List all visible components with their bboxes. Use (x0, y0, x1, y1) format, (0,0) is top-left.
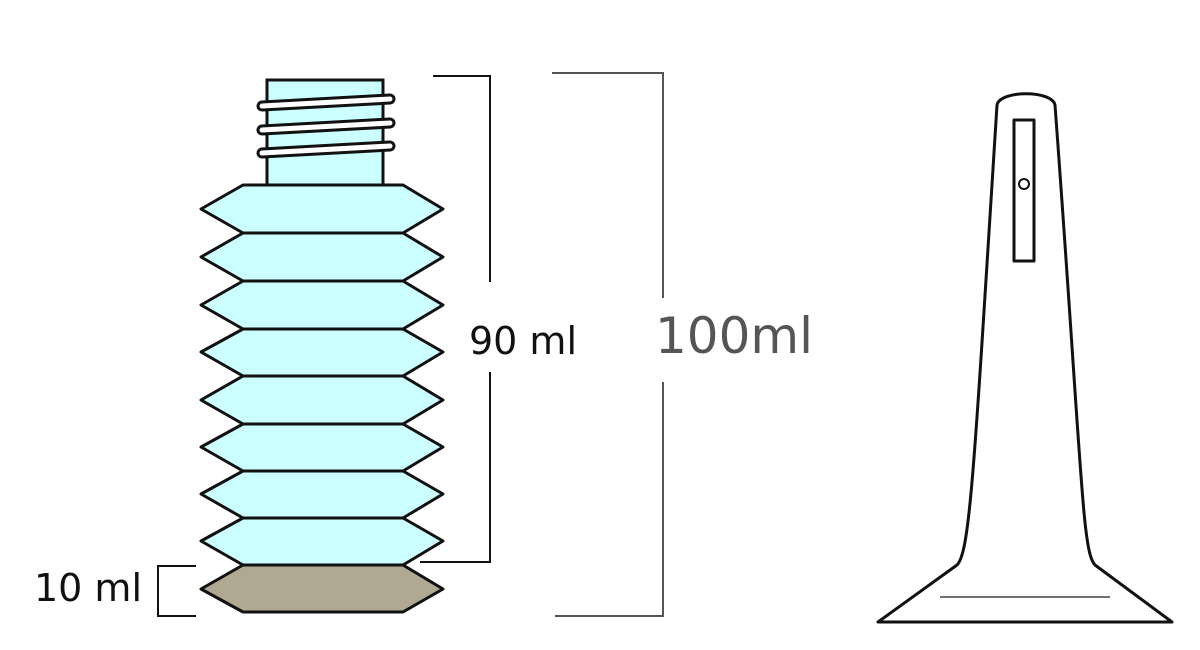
nozzle-slot (1012, 118, 1036, 263)
bellows-segment (199, 231, 445, 283)
upper-volume-bracket (420, 75, 491, 563)
upper-volume-label: 90 ml (469, 319, 577, 363)
bellows-segment (199, 279, 445, 331)
lower-volume-bracket (157, 565, 196, 617)
total-volume-bracket (552, 72, 664, 617)
bellows-segment (199, 516, 445, 567)
bottle-bellows (199, 183, 445, 614)
nozzle-cap-icon (876, 92, 1174, 624)
lower-volume-label: 10 ml (34, 566, 142, 610)
bellows-segment (199, 374, 445, 426)
bellows-segment (199, 183, 445, 235)
bellows-segment (199, 422, 445, 473)
neck-threads (256, 93, 396, 159)
total-volume-label: 100ml (655, 307, 813, 365)
bellows-segment (199, 469, 445, 520)
bellows-segment (199, 327, 445, 378)
residue-segment (199, 563, 445, 614)
bottle-neck (256, 78, 396, 187)
nozzle-hole (1018, 178, 1030, 190)
